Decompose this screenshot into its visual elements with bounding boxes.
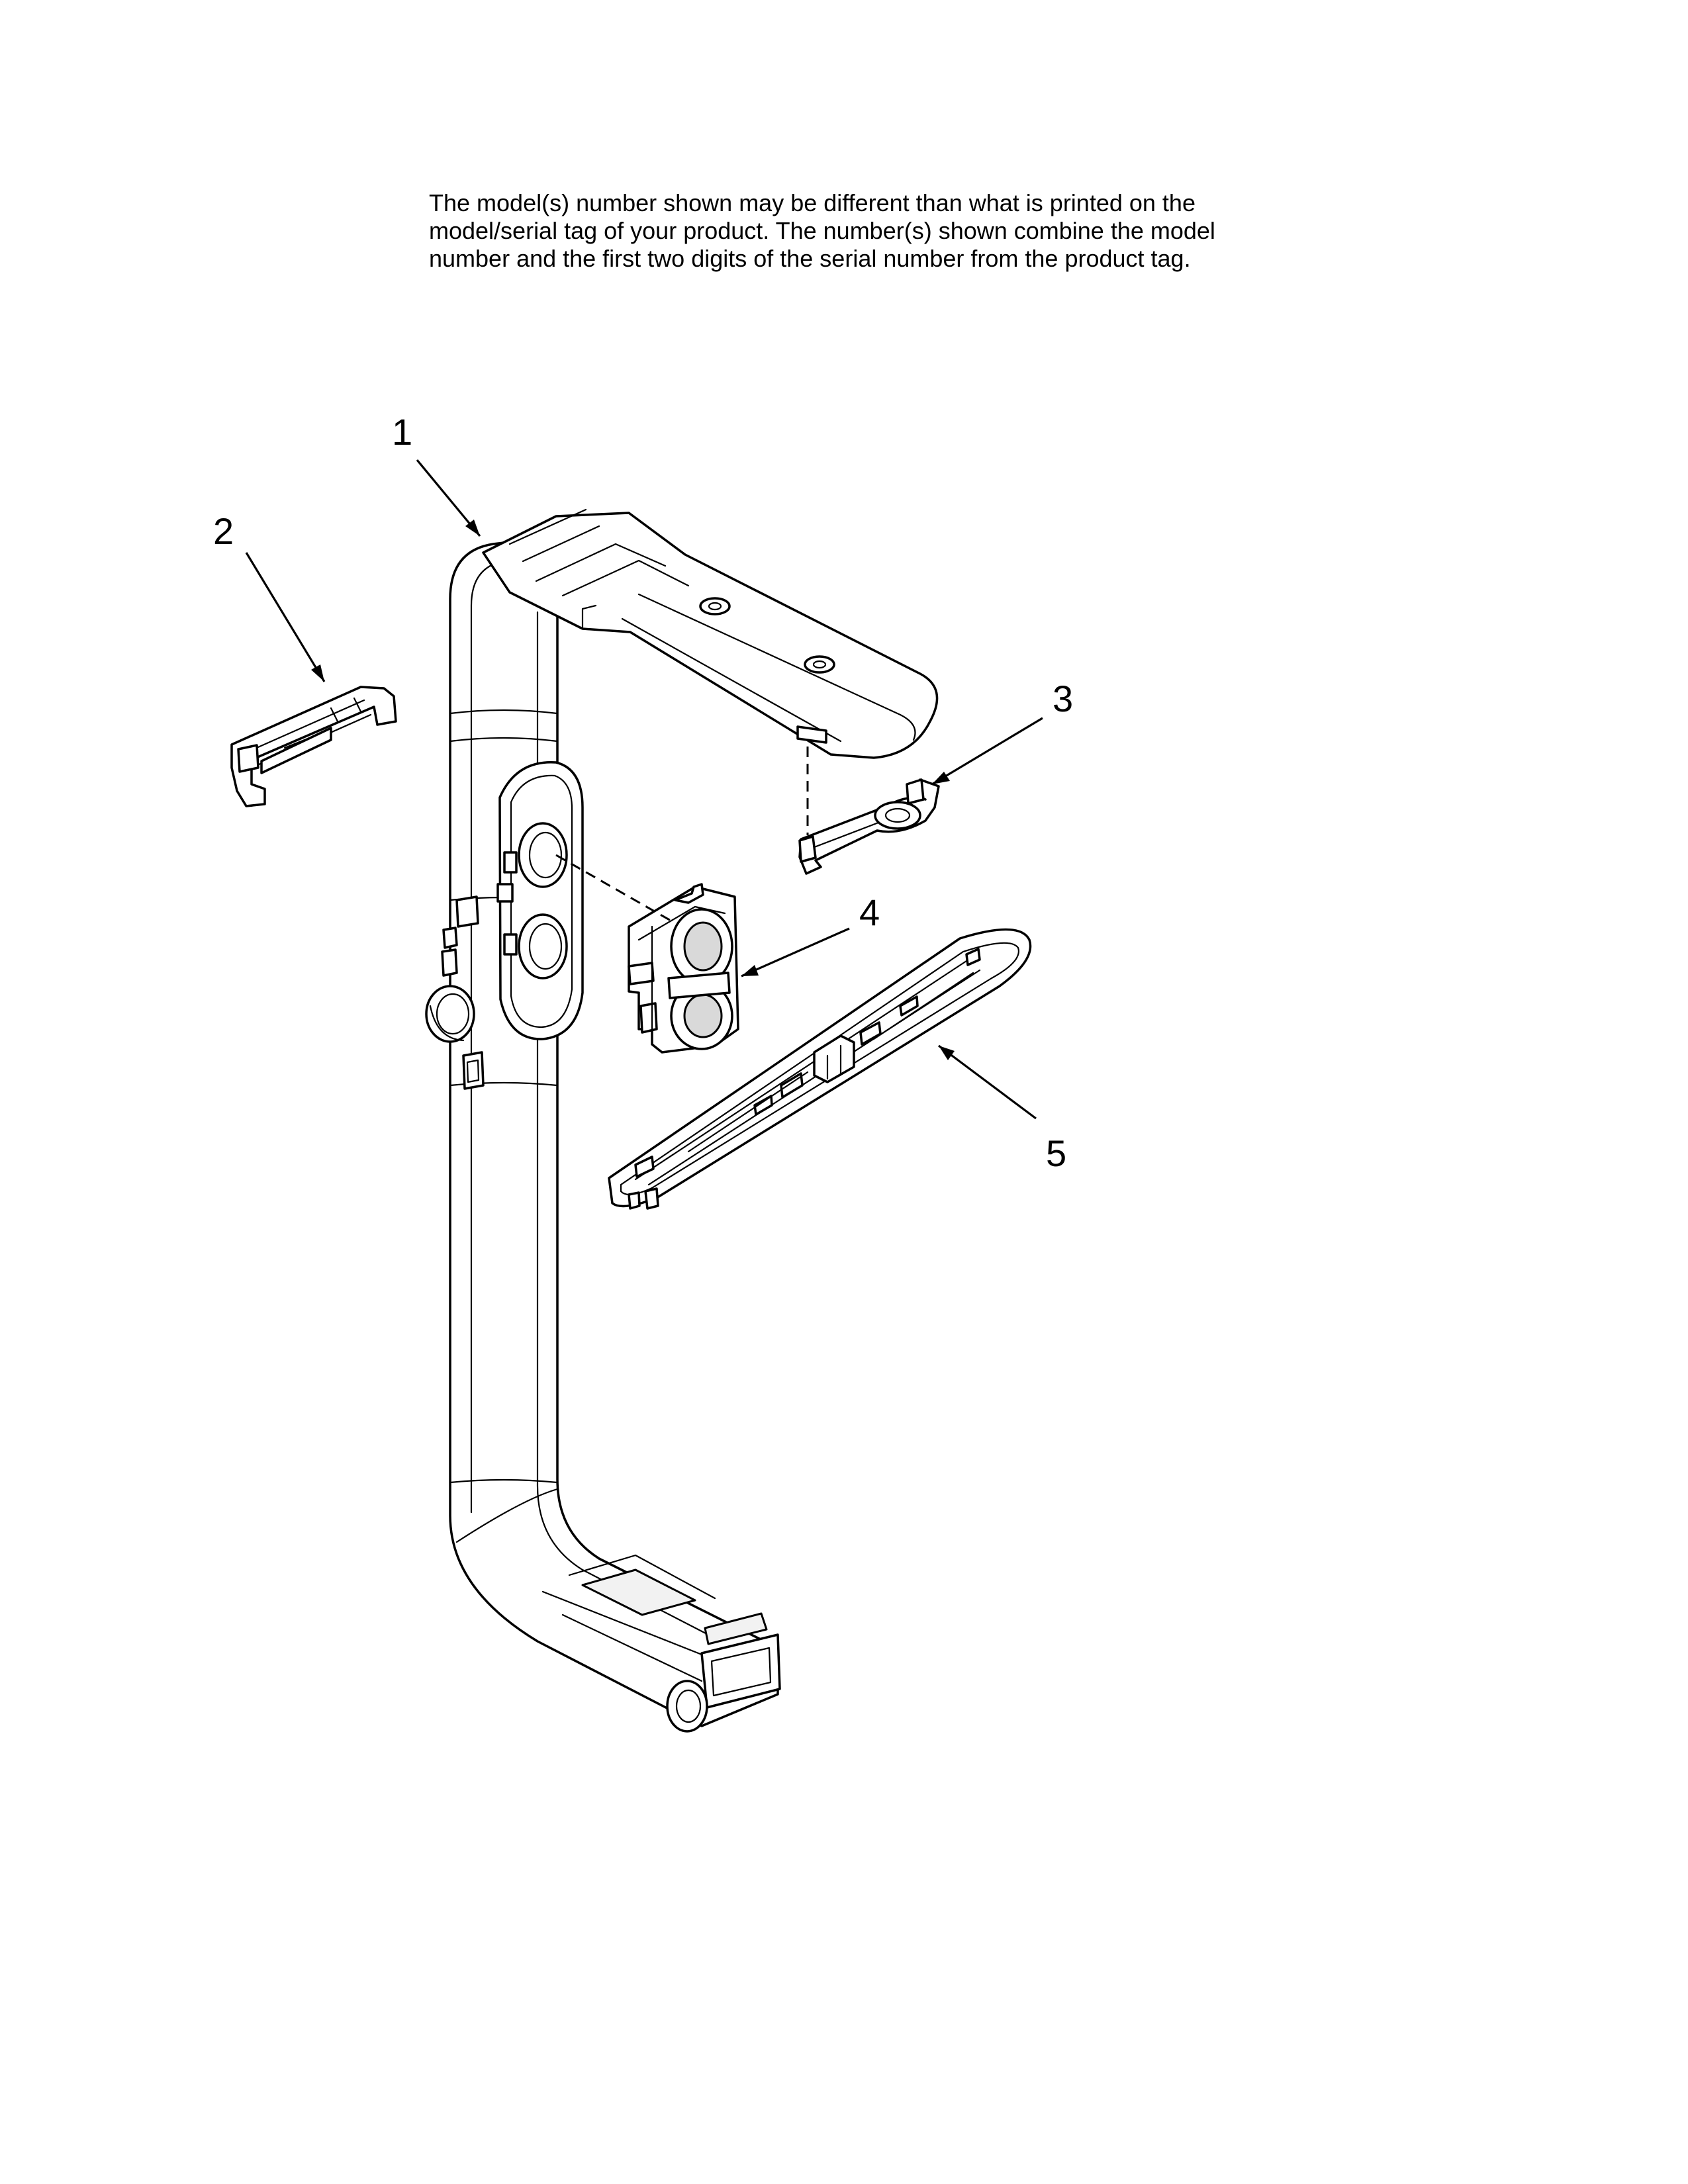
mount-hole-icon — [804, 655, 835, 674]
callout-4: 4 — [741, 891, 880, 978]
part-retaining-clip — [230, 686, 397, 807]
alignment-line-housing — [555, 854, 673, 923]
part-spray-manifold — [608, 928, 1032, 1210]
callout-label-4: 4 — [859, 891, 880, 933]
callout-label-1: 1 — [392, 411, 412, 453]
model-number-disclaimer: The model(s) number shown may be differe… — [429, 189, 1395, 273]
callout-5: 5 — [938, 1044, 1066, 1174]
lower-port-icon — [518, 913, 568, 979]
mount-hole-icon — [699, 597, 731, 615]
disclaimer-line-3: number and the first two digits of the s… — [429, 245, 1191, 272]
callout-1: 1 — [392, 411, 481, 537]
bracket-hole-icon — [874, 801, 921, 830]
conduit-port-housing — [498, 761, 584, 1040]
part-seal-housing — [628, 883, 739, 1054]
upper-port-icon — [518, 822, 568, 888]
conduit-end-cap — [666, 1680, 708, 1733]
callout-3: 3 — [931, 678, 1073, 786]
callout-label-2: 2 — [213, 510, 234, 552]
conduit-bottom-outlet — [700, 1633, 781, 1709]
part-retainer-bracket — [798, 778, 940, 875]
callout-2: 2 — [213, 510, 326, 682]
part-conduit-assembly — [425, 508, 939, 1733]
disclaimer-line-2: model/serial tag of your product. The nu… — [429, 217, 1215, 244]
conduit-upper-arm — [482, 512, 939, 759]
disclaimer-line-1: The model(s) number shown may be differe… — [429, 189, 1196, 216]
callout-label-5: 5 — [1046, 1132, 1066, 1174]
callout-label-3: 3 — [1053, 678, 1073, 719]
